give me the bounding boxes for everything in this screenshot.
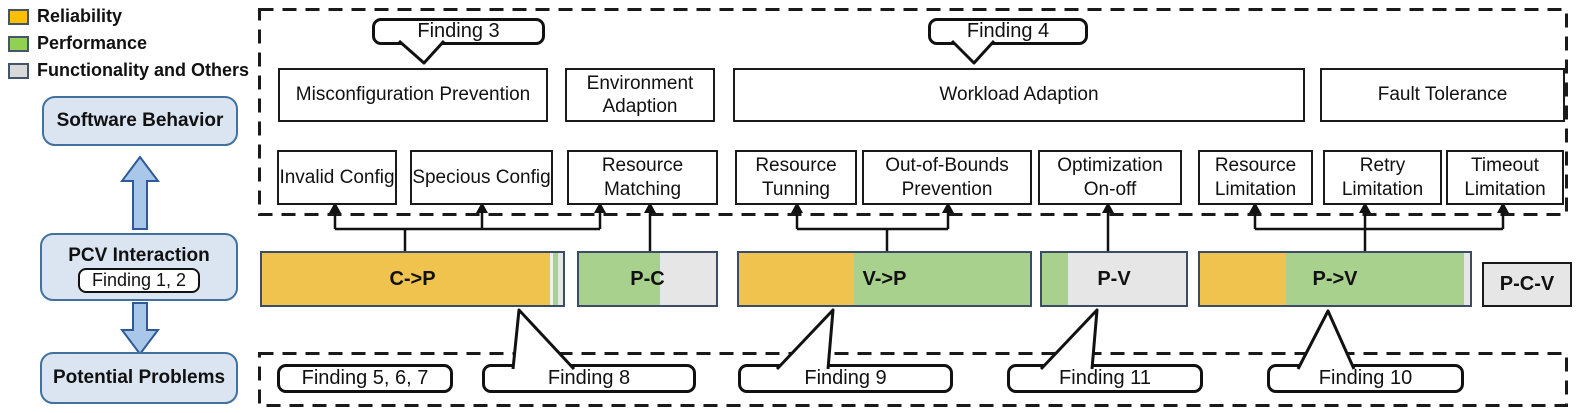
bar-segments <box>262 253 563 305</box>
legend-label: Performance <box>37 33 148 53</box>
arrowhead-up-icon <box>1102 202 1114 213</box>
legend: Reliability Performance Functionality an… <box>8 3 249 84</box>
legend-item-functionality: Functionality and Others <box>8 57 249 84</box>
subcategory-out-of-bounds-prevention: Out-of-Bounds Prevention <box>862 150 1032 205</box>
software-behavior-dashed-frame <box>258 8 1568 216</box>
bar-label: P-C <box>630 267 665 290</box>
bar-segment-bar_reliability <box>262 253 551 305</box>
finding-11-callout: Finding 11 <box>1007 364 1203 393</box>
bar-segments <box>1042 253 1186 305</box>
legend-item-reliability: Reliability <box>8 3 249 30</box>
reliability-swatch-icon <box>8 8 29 25</box>
subcategory-invalid-config: Invalid Config <box>277 150 397 205</box>
bar-segment-bar_neutral <box>558 253 563 305</box>
bar-segment-bar_performance <box>553 253 559 305</box>
connector-cp-group <box>333 211 602 253</box>
subcategory-resource-matching: Resource Matching <box>567 150 718 205</box>
arrowhead-up-icon <box>791 202 803 213</box>
functionality-swatch-icon <box>8 62 29 79</box>
arrowhead-up-icon <box>329 202 341 213</box>
potential-problems-dashed-frame <box>258 352 1568 407</box>
category-workload-adaption: Workload Adaption <box>733 68 1305 122</box>
connector-vp-group <box>795 211 950 253</box>
subcategory-retry-limitation: Retry Limitation <box>1323 150 1442 205</box>
bar-label: P->V <box>1312 267 1358 290</box>
finding-5-6-7-callout: Finding 5, 6, 7 <box>277 364 453 393</box>
bar-label: V->P <box>862 267 907 290</box>
subcategory-optimization-on-off: Optimization On-off <box>1038 150 1182 205</box>
bar-segment-separator <box>550 253 554 305</box>
bar-v-to-p: V->P <box>737 251 1032 307</box>
pcv-interaction-box: PCV Interaction Finding 1, 2 <box>40 233 238 301</box>
finding-3-callout: Finding 3 <box>372 18 545 45</box>
finding-10-callout: Finding 10 <box>1267 364 1464 393</box>
bar-c-to-p: C->P <box>260 251 565 307</box>
legend-label: Functionality and Others <box>37 60 250 80</box>
bar-segment-bar_neutral <box>1068 253 1186 305</box>
bar-segment-bar_neutral <box>659 253 716 305</box>
bar-p-c-v: P-C-V <box>1482 262 1572 307</box>
bar-segment-bar_reliability <box>1200 253 1286 305</box>
arrowhead-up-icon <box>1249 202 1261 213</box>
finding-4-callout: Finding 4 <box>928 18 1088 45</box>
arrowhead-up-icon <box>476 202 488 213</box>
finding-1-2-badge: Finding 1, 2 <box>77 268 201 293</box>
arrowheads <box>329 202 1509 213</box>
bar-p-to-v: P->V <box>1198 251 1472 307</box>
category-misconfiguration-prevention: Misconfiguration Prevention <box>278 68 548 122</box>
legend-label: Reliability <box>37 6 123 26</box>
legend-item-performance: Performance <box>8 30 249 57</box>
bar-segment-bar_reliability <box>739 253 855 305</box>
bar-segment-bar_neutral <box>1464 253 1470 305</box>
arrowhead-up-icon <box>942 202 954 213</box>
finding-9-callout: Finding 9 <box>738 364 953 393</box>
arrowhead-up-icon <box>644 202 656 213</box>
connector-ptov-group <box>1253 211 1505 253</box>
up-block-arrow-icon <box>120 155 160 230</box>
software-behavior-box: Software Behavior <box>42 96 238 146</box>
bar-label: P-V <box>1097 267 1131 290</box>
bar-segment-bar_performance <box>579 253 660 305</box>
subcategory-resource-limitation: Resource Limitation <box>1198 150 1313 205</box>
pcv-interaction-label: PCV Interaction <box>68 245 210 266</box>
subcategory-resource-tunning: Resource Tunning <box>735 150 857 205</box>
finding-8-callout: Finding 8 <box>482 364 696 393</box>
bar-segments <box>739 253 1030 305</box>
arrowhead-up-icon <box>594 202 606 213</box>
bar-segments <box>1200 253 1470 305</box>
subcategory-specious-config: Specious Config <box>410 150 553 205</box>
bar-label: C->P <box>389 267 436 290</box>
bar-segment-bar_performance <box>1285 253 1465 305</box>
bar-segment-bar_performance <box>1042 253 1069 305</box>
arrowhead-up-icon <box>1497 202 1509 213</box>
potential-problems-box: Potential Problems <box>40 352 238 404</box>
category-fault-tolerance: Fault Tolerance <box>1320 68 1565 122</box>
bar-p-c: P-C <box>577 251 718 307</box>
arrowhead-up-icon <box>1359 202 1371 213</box>
bar-p-v: P-V <box>1040 251 1188 307</box>
connector-arrows <box>333 211 1505 253</box>
down-block-arrow-icon <box>120 302 160 356</box>
bar-segments <box>579 253 716 305</box>
performance-swatch-icon <box>8 35 29 52</box>
bar-segment-bar_performance <box>854 253 1030 305</box>
category-environment-adaption: Environment Adaption <box>565 68 715 122</box>
subcategory-timeout-limitation: Timeout Limitation <box>1446 150 1564 205</box>
